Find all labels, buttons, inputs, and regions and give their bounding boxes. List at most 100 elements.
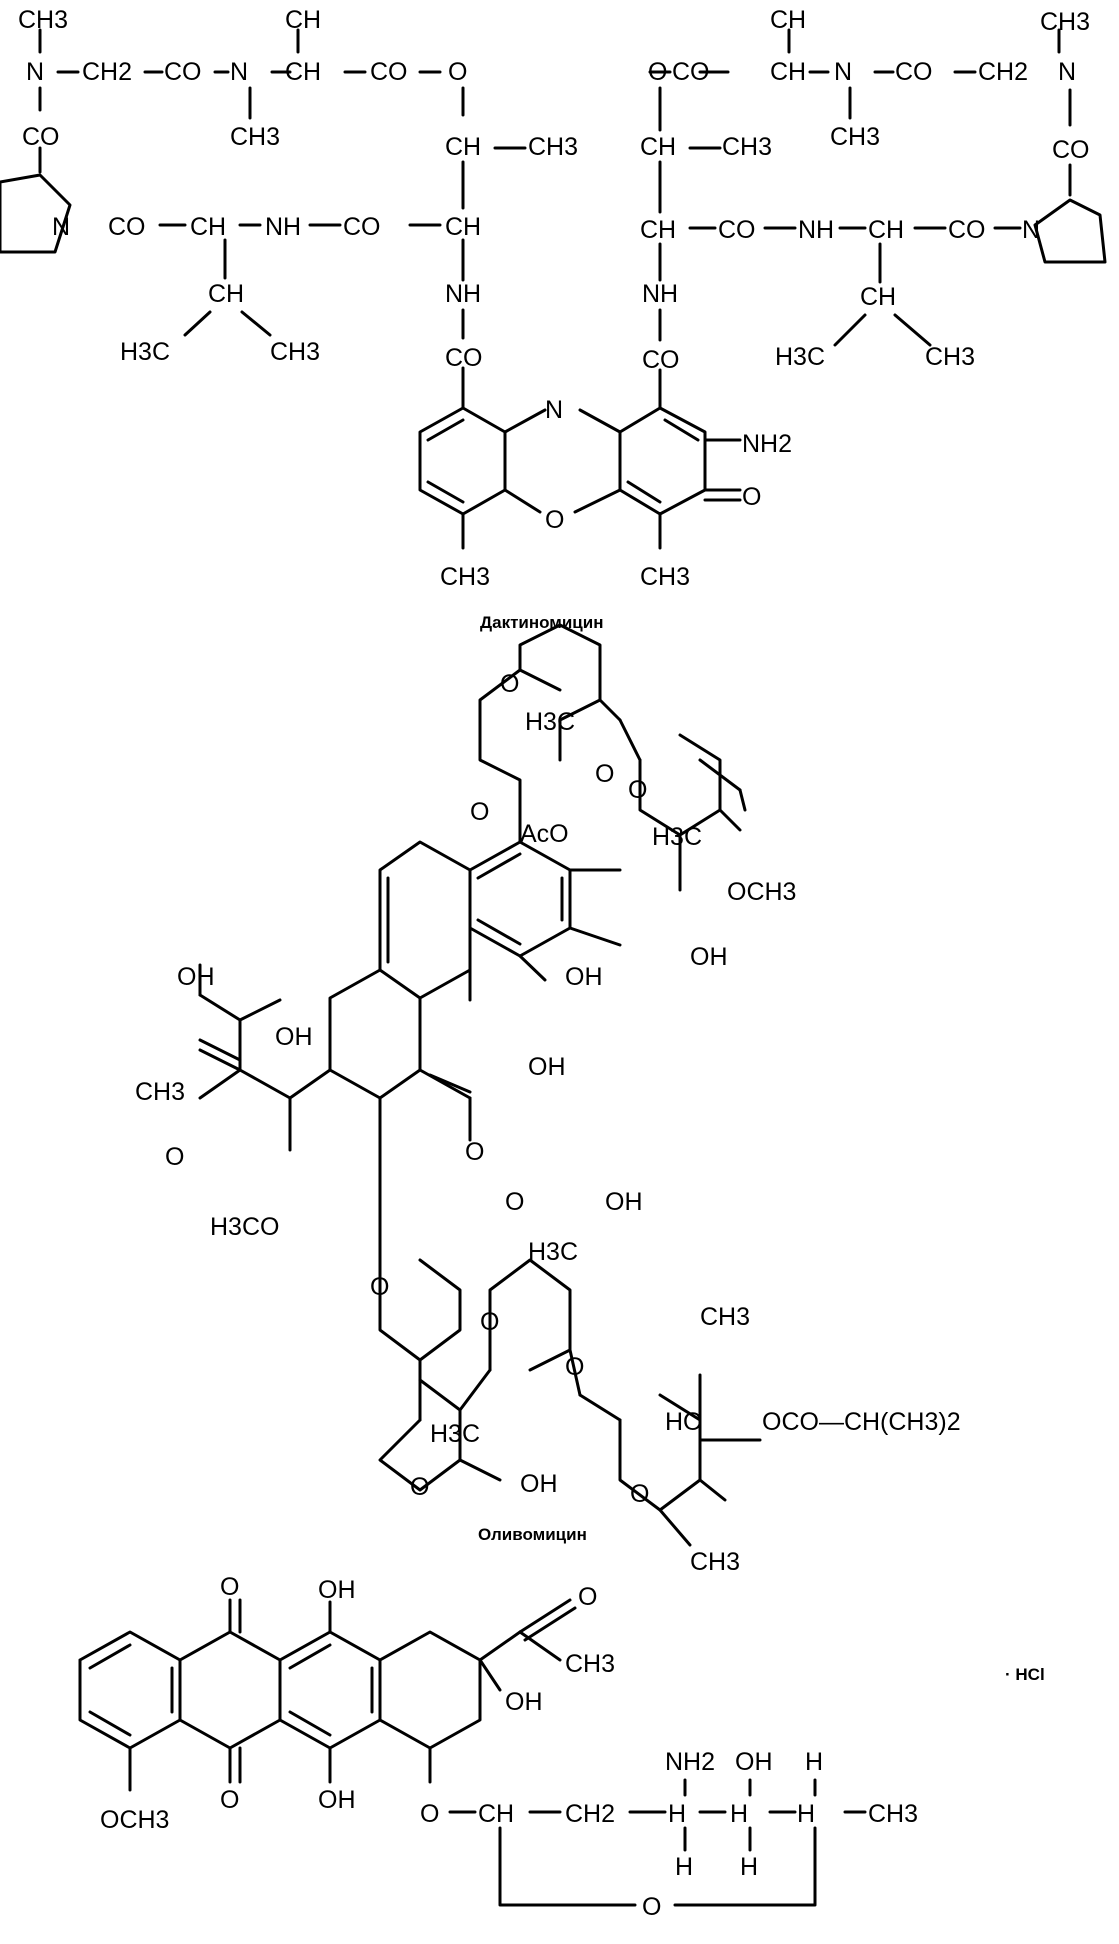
- atom-label: NH: [265, 213, 301, 241]
- atom-label: CH: [640, 133, 676, 161]
- atom-label: CH: [445, 213, 481, 241]
- atom-label: CO: [108, 213, 146, 241]
- atom-label: N: [52, 213, 70, 241]
- atom-label: CH3: [640, 563, 690, 591]
- atom-label: O: [545, 506, 564, 534]
- dactinomycin-structure: [0, 28, 1107, 550]
- atom-label: CO: [22, 123, 60, 151]
- atom-label: CH3: [925, 343, 975, 371]
- atom-label: O: [630, 1480, 649, 1508]
- atom-label: O: [595, 760, 614, 788]
- atom-label: CH3: [722, 133, 772, 161]
- atom-label: O: [420, 1800, 439, 1828]
- atom-label: CO: [445, 344, 483, 372]
- atom-label: CH3: [135, 1078, 185, 1106]
- atom-label: H3C: [525, 708, 575, 736]
- atom-label: CH3: [565, 1650, 615, 1678]
- atom-label: CH: [868, 216, 904, 244]
- atom-label: CH: [208, 280, 244, 308]
- atom-label: O: [220, 1573, 239, 1601]
- atom-label: CH: [770, 6, 806, 34]
- atom-label: N: [1058, 58, 1076, 86]
- atom-label: NH2: [665, 1748, 715, 1776]
- atom-label: HO: [665, 1408, 703, 1436]
- atom-label: CO: [370, 58, 408, 86]
- atom-label: O: [480, 1308, 499, 1336]
- atom-label: CH: [860, 283, 896, 311]
- atom-label: H3C: [775, 343, 825, 371]
- atom-label: H: [668, 1800, 686, 1828]
- atom-label: CO: [672, 58, 710, 86]
- atom-label: H: [797, 1800, 815, 1828]
- atom-label: CH3: [690, 1548, 740, 1576]
- atom-label: CH: [445, 133, 481, 161]
- atom-label: OH: [528, 1053, 566, 1081]
- atom-label: CO: [948, 216, 986, 244]
- atom-label: H3CO: [210, 1213, 279, 1241]
- atom-label: O: [642, 1893, 661, 1921]
- atom-label: H3C: [430, 1420, 480, 1448]
- atom-label: CH: [285, 6, 321, 34]
- olivomycin-labels: O H3C O AcO O O H3C OCH3 OH OH OH OH OH …: [135, 670, 961, 1576]
- atom-label: H: [675, 1853, 693, 1881]
- atom-label: O: [465, 1138, 484, 1166]
- atom-label: H3C: [120, 338, 170, 366]
- atom-label: CH: [478, 1800, 514, 1828]
- atom-label: OH: [318, 1576, 356, 1604]
- dactinomycin-caption: Дактиномицин: [480, 613, 603, 632]
- atom-label: NH2: [742, 430, 792, 458]
- anthracycline-structure: [78, 1598, 867, 1907]
- atom-label: CH3: [700, 1303, 750, 1331]
- atom-label: CH3: [830, 123, 880, 151]
- atom-label: N: [834, 58, 852, 86]
- atom-label: CO: [642, 346, 680, 374]
- atom-label: N: [230, 58, 248, 86]
- atom-label: O: [565, 1353, 584, 1381]
- dactinomycin-labels: CH3 N CH2 CO N CH3 CH CH CO O CH CH3 CH …: [18, 6, 1090, 632]
- atom-label: CH3: [528, 133, 578, 161]
- atom-label: OH: [735, 1748, 773, 1776]
- atom-label: OH: [275, 1023, 313, 1051]
- atom-label: O: [165, 1143, 184, 1171]
- atom-label: O: [470, 798, 489, 826]
- atom-label: H: [730, 1800, 748, 1828]
- atom-label: OCO—CH(CH3)2: [762, 1408, 961, 1436]
- atom-label: OCH3: [100, 1806, 169, 1834]
- atom-label: CH: [640, 216, 676, 244]
- atom-label: O: [628, 776, 647, 804]
- atom-label: O: [410, 1473, 429, 1501]
- atom-label: CO: [343, 213, 381, 241]
- atom-label: O: [370, 1273, 389, 1301]
- atom-label: CH3: [1040, 8, 1090, 36]
- atom-label: OCH3: [727, 878, 796, 906]
- atom-label: O: [220, 1786, 239, 1814]
- atom-label: N: [545, 396, 563, 424]
- atom-label: N: [1022, 216, 1040, 244]
- atom-label: OH: [605, 1188, 643, 1216]
- atom-label: CO: [895, 58, 933, 86]
- atom-label: NH: [642, 280, 678, 308]
- atom-label: NH: [445, 280, 481, 308]
- atom-label: NH: [798, 216, 834, 244]
- olivomycin-structure: [198, 623, 762, 1547]
- atom-label: CH3: [868, 1800, 918, 1828]
- atom-label: OH: [690, 943, 728, 971]
- atom-label: OH: [565, 963, 603, 991]
- atom-label: H: [805, 1748, 823, 1776]
- atom-label: CH2: [978, 58, 1028, 86]
- atom-label: CH3: [270, 338, 320, 366]
- atom-label: CH2: [82, 58, 132, 86]
- atom-label: CO: [164, 58, 202, 86]
- anthracycline-labels: O O OH OH O CH3 OH O CH CH2 H H H CH3 NH…: [100, 1573, 1045, 1921]
- salt-label: · HCl: [1005, 1665, 1045, 1684]
- atom-label: OH: [177, 963, 215, 991]
- atom-label: O: [448, 58, 467, 86]
- atom-label: OH: [520, 1470, 558, 1498]
- atom-label: CH2: [565, 1800, 615, 1828]
- atom-label: CH: [285, 58, 321, 86]
- atom-label: CH3: [18, 6, 68, 34]
- atom-label: H: [740, 1853, 758, 1881]
- atom-label: CO: [1052, 136, 1090, 164]
- olivomycin-caption: Оливомицин: [478, 1525, 587, 1544]
